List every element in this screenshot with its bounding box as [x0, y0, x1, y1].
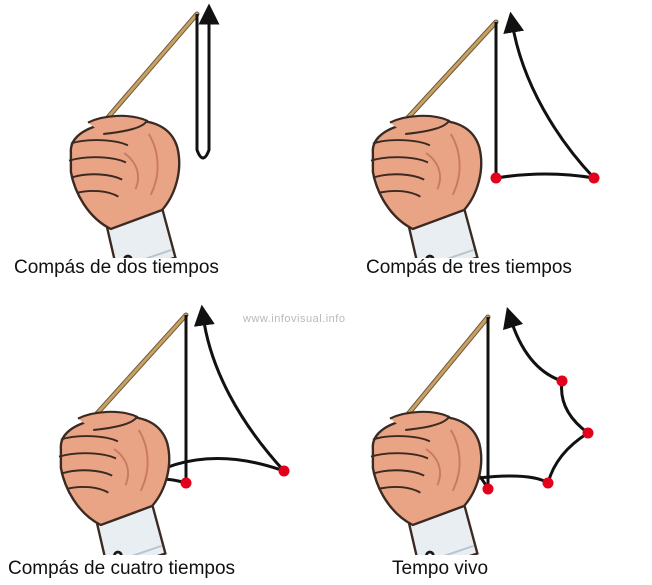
beat-point: [542, 477, 554, 489]
conductor-illustration: [67, 3, 220, 258]
conductor-illustration: [57, 304, 290, 555]
caption: Compás de cuatro tiempos: [8, 558, 236, 579]
hand-illustration: [369, 114, 483, 258]
diagram-four-beats: Compás de cuatro tiempos: [0, 293, 326, 585]
beat-point: [490, 172, 502, 184]
hand-illustration: [369, 410, 483, 555]
beat-point: [278, 465, 290, 477]
beat-point: [582, 427, 594, 439]
beat-point: [588, 172, 600, 184]
hand-illustration: [57, 410, 171, 555]
beat-path: [195, 3, 220, 160]
diagram-two-beats: Compás de dos tiempos: [0, 0, 326, 292]
conductor-illustration: [369, 11, 600, 258]
beat-point: [482, 483, 494, 495]
caption: Compás de dos tiempos: [14, 257, 219, 278]
hand-illustration: [67, 114, 181, 258]
beat-path: [494, 11, 599, 181]
beat-point: [556, 375, 568, 387]
beat-point: [180, 477, 192, 489]
caption: Compás de tres tiempos: [366, 257, 572, 278]
watermark: www.infovisual.info: [243, 313, 346, 325]
conductor-illustration: [369, 306, 594, 555]
diagram-three-beats: Compás de tres tiempos: [326, 0, 652, 292]
diagram-tempo-vivo: Tempo vivo: [326, 293, 652, 585]
caption: Tempo vivo: [392, 558, 489, 579]
